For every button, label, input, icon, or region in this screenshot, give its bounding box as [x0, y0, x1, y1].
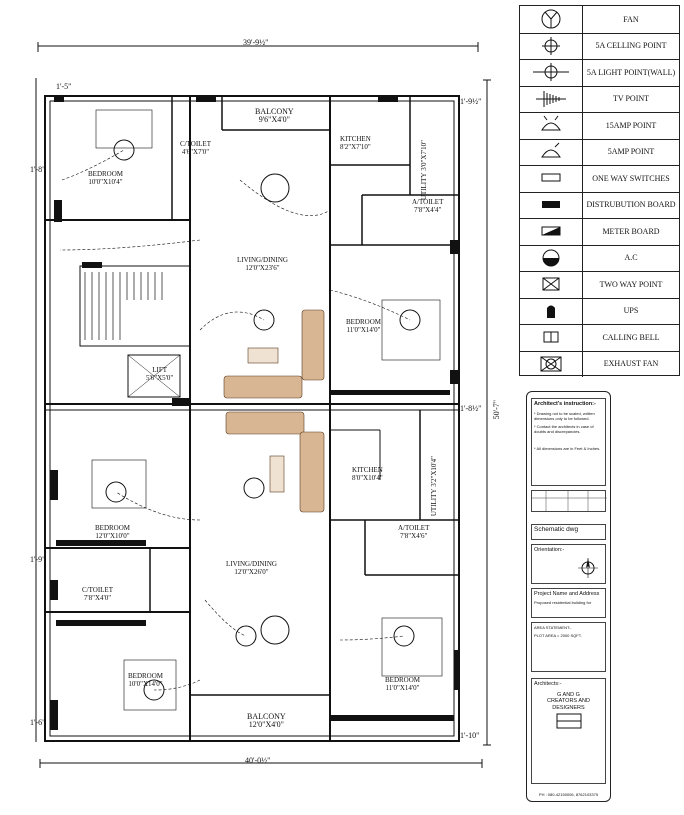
instruction-line: * All dimensions are in Feet & Inches.: [534, 445, 601, 451]
orientation-label: Orientation:-: [534, 547, 565, 553]
ceiling-point-icon: [520, 32, 583, 59]
ups-icon: [520, 297, 583, 324]
dim-bottom: 40'-0½": [245, 756, 271, 765]
legend-row-5amp: 5AMP POINT: [520, 138, 679, 166]
legend-label: CALLING BELL: [602, 332, 660, 342]
area-section: AREA STATEMENT:- PLOT AREA = 2000 SQFT.: [531, 622, 606, 672]
legend-label: UPS: [623, 306, 639, 316]
dim-left-lower: 1'-6": [30, 718, 46, 727]
project-name: Proposed residential building for: [534, 599, 592, 605]
legend-row-two-way: TWO WAY POINT: [520, 271, 679, 299]
15amp-point-icon: [520, 112, 583, 139]
dim-right-mid: 1'-8½": [460, 404, 482, 413]
floor-plan: 39'-9½" 40'-0½" 50'-7" 1'-9½" 1'-8½" 1'-…: [30, 38, 501, 768]
legend-label: 5AMP POINT: [607, 147, 655, 157]
north-arrow-icon: [578, 557, 598, 578]
5amp-point-icon: [520, 138, 583, 165]
floor-plan-drawing: [35, 42, 491, 768]
instruction-line: * Drawing not to be scaled, written dime…: [534, 410, 595, 421]
phone-number: PH : 080-42150006, 8762103375: [538, 792, 599, 797]
exhaust-fan-icon: [520, 350, 583, 377]
legend-row-wall-light: 5A LIGHT POINT(WALL): [520, 59, 679, 87]
dim-right-lower: 1'-10": [460, 731, 480, 740]
legend-table: FAN 5A CELLING POINT 5A LIGHT POINT(WALL…: [519, 5, 680, 377]
project-title: Project Name and Address: [534, 591, 600, 597]
legend-label: A.C: [624, 253, 638, 263]
legend-row-bell: CALLING BELL: [520, 324, 679, 352]
wall-light-point-icon: [520, 59, 583, 86]
instructions-section: Architect's instruction:- * Drawing not …: [531, 398, 606, 486]
instructions-title: Architect's instruction:-: [534, 401, 596, 407]
drawing-title: Schematic dwg: [534, 526, 579, 533]
project-section: Project Name and Address Proposed reside…: [531, 588, 606, 618]
legend-label: TV POINT: [612, 94, 650, 104]
room-utility-2: UTILITY 3'2"X10'4": [430, 456, 438, 517]
one-way-switch-icon: [520, 165, 583, 192]
legend-label: 15AMP POINT: [605, 120, 657, 130]
legend-row-ac: A.C: [520, 244, 679, 272]
legend-row-meter: METER BOARD: [520, 218, 679, 246]
legend-label: EXHAUST FAN: [603, 359, 659, 369]
firm-logo: [556, 713, 581, 729]
fan-icon: [520, 6, 583, 33]
dim-left-upper: 1'-8": [30, 165, 46, 174]
legend-label: ONE WAY SWITCHES: [592, 173, 670, 183]
calling-bell-icon: [520, 324, 583, 351]
firm-name: CREATORS AND DESIGNERS: [547, 698, 590, 711]
drawing-title-section: Schematic dwg: [531, 524, 606, 540]
legend-label: FAN: [623, 14, 639, 24]
instruction-line: * Contact the architects in case of doub…: [534, 423, 594, 434]
revision-table: [531, 490, 607, 512]
legend-row-exhaust: EXHAUST FAN: [520, 350, 679, 377]
legend-label: METER BOARD: [602, 226, 660, 236]
legend-label: 5A LIGHT POINT(WALL): [586, 67, 676, 77]
room-utility-1: UTILITY 3'0"X7'10": [420, 140, 428, 201]
tv-point-icon: [520, 85, 583, 112]
distribution-board-icon: [520, 191, 583, 218]
legend-row-15amp: 15AMP POINT: [520, 112, 679, 140]
two-way-point-icon: [520, 271, 583, 298]
title-block: Architect's instruction:- * Drawing not …: [526, 391, 611, 802]
legend-row-switch: ONE WAY SWITCHES: [520, 165, 679, 193]
legend-row-ups: UPS: [520, 297, 679, 325]
legend-label: TWO WAY POINT: [599, 279, 663, 289]
legend-row-fan: FAN: [520, 6, 679, 34]
ac-icon: [520, 244, 583, 271]
architects-section: Architects:- G AND G CREATORS AND DESIGN…: [531, 678, 606, 784]
legend-row-ceiling-point: 5A CELLING POINT: [520, 32, 679, 60]
legend-row-distribution: DISTRUBUTION BOARD: [520, 191, 679, 219]
orientation-section: Orientation:-: [531, 544, 606, 584]
plot-area: PLOT AREA = 2000 SQFT.: [534, 633, 582, 638]
dim-left-top: 1'-5": [56, 82, 72, 91]
dim-left-mid: 1'-9": [30, 555, 46, 564]
legend-label: 5A CELLING POINT: [595, 41, 667, 51]
meter-board-icon: [520, 218, 583, 245]
area-title: AREA STATEMENT:-: [534, 625, 572, 630]
dim-right-upper: 1'-9½": [460, 97, 482, 106]
legend-row-tv-point: TV POINT: [520, 85, 679, 113]
architects-title: Architects:-: [534, 681, 562, 687]
dim-right-total: 50'-7": [492, 400, 501, 420]
firm-short: G AND G: [557, 691, 580, 698]
dim-top: 39'-9½": [243, 38, 269, 47]
legend-label: DISTRUBUTION BOARD: [586, 200, 676, 210]
